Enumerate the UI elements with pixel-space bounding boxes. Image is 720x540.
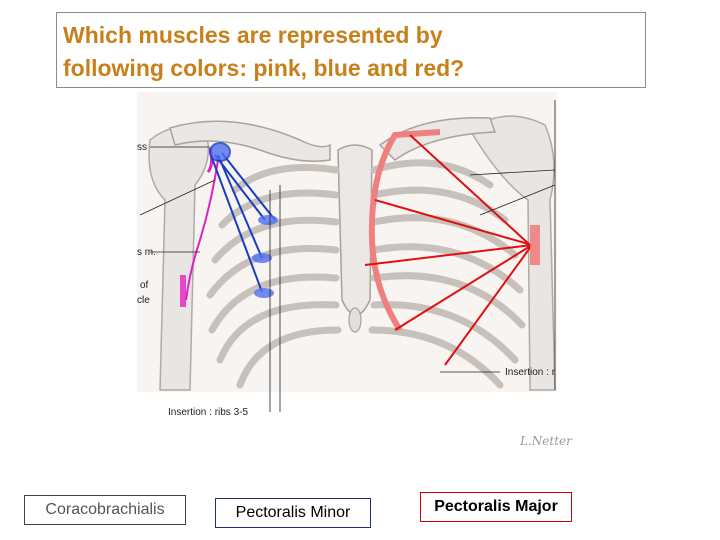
label-insertion-left: Insertion : ribs 3-5: [168, 407, 248, 418]
label-left-low-1: of: [140, 280, 149, 291]
xiphoid: [348, 307, 362, 333]
question-line-2: following colors: pink, blue and red?: [63, 55, 465, 81]
label-left-top: ss: [137, 142, 147, 153]
right-humerus: [469, 115, 556, 391]
question-box: Which muscles are represented by followi…: [56, 12, 646, 88]
answer-pectoralis-minor: Pectoralis Minor: [215, 498, 371, 528]
answer-pectoralis-major: Pectoralis Major: [420, 492, 572, 522]
label-insertion-right: Insertion : r: [505, 367, 556, 378]
leader-lines: [139, 100, 556, 412]
pectoralis-minor-marker: [209, 142, 278, 298]
label-left-low-2: cle: [137, 295, 150, 306]
pectoralis-major-marker: [364, 129, 540, 366]
label-left-mid: s m.: [137, 247, 156, 258]
sternum: [337, 144, 373, 316]
right-ribs: [368, 159, 526, 389]
netter-signature: L.Netter: [519, 434, 573, 448]
left-clavicle: [169, 120, 331, 162]
right-clavicle: [378, 116, 497, 161]
question-line-1: Which muscles are represented by: [63, 22, 443, 48]
answer-coracobrachialis: Coracobrachialis: [24, 495, 186, 525]
